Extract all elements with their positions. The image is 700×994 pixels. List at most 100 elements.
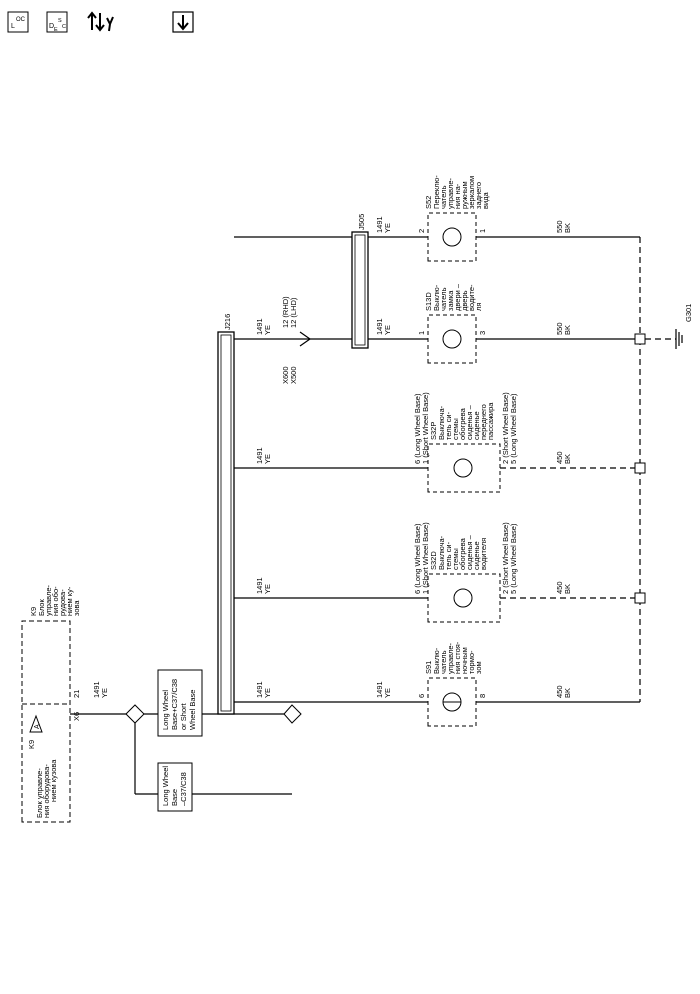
wire-label-s91-ye-color: YE [383, 688, 392, 698]
trunk-wire-num: 1491 [92, 681, 101, 698]
k9-name2-ref: K9 [27, 740, 36, 749]
svg-text:тель си-: тель си- [444, 541, 453, 570]
description-icon[interactable]: D E S C [46, 11, 68, 33]
svg-text:–C37/C38: –C37/C38 [179, 772, 188, 806]
svg-text:ния стоя-: ния стоя- [453, 641, 462, 674]
wire-label-s52-ye-color: YE [383, 223, 392, 233]
description-icon-c: C [62, 24, 66, 30]
svg-text:S52: S52 [424, 196, 433, 209]
svg-text:ружным: ружным [460, 181, 469, 209]
svg-text:заднего: заднего [474, 182, 483, 209]
svg-text:Long Wheel: Long Wheel [161, 690, 170, 730]
svg-text:стемы: стемы [451, 418, 460, 440]
wire-label-s52-ye-num: 1491 [375, 216, 384, 233]
svg-text:Выключа-: Выключа- [437, 535, 446, 570]
svg-text:6: 6 [417, 694, 426, 698]
wire-label-s13d-ye-color: YE [263, 325, 272, 335]
wire-label-s13d-bk-num: 550 [555, 322, 564, 335]
svg-text:управле-: управле- [446, 642, 455, 674]
svg-text:2: 2 [417, 229, 426, 233]
option-diamond-left [125, 704, 145, 724]
svg-text:сиденье: сиденье [472, 541, 481, 570]
wire-label-s32d-ye-num: 1491 [255, 577, 264, 594]
svg-text:5 (Long Wheel Base): 5 (Long Wheel Base) [509, 523, 518, 594]
j216-splice[interactable] [217, 331, 235, 715]
wire-label-s32d-ye-color: YE [263, 584, 272, 594]
svg-text:1: 1 [417, 331, 426, 335]
svg-text:2 (Short Wheel Base): 2 (Short Wheel Base) [501, 522, 510, 594]
svg-text:Long Wheel: Long Wheel [161, 766, 170, 806]
k9-module-box [21, 620, 71, 823]
connector-pinout-icon[interactable] [87, 11, 114, 32]
trunk-wire-color: YE [100, 688, 109, 698]
description-icon-d: D [49, 23, 54, 30]
wire-label-s32p-bk-color: BK [563, 454, 572, 464]
k9-name-5: нием ку- [65, 586, 74, 616]
svg-text:сиденья –: сиденья – [465, 404, 474, 440]
wire-label-s91-ye-num: 1491 [375, 681, 384, 698]
j505-splice[interactable] [351, 231, 369, 349]
svg-text:тель си-: тель си- [444, 411, 453, 440]
svg-text:сиденья –: сиденья – [465, 534, 474, 570]
k9-ref: K9 [29, 607, 38, 616]
svg-text:6 (Long Wheel Base): 6 (Long Wheel Base) [413, 393, 422, 464]
k9-name2-2: ния оборудова- [42, 764, 51, 818]
svg-text:управле-: управле- [446, 177, 455, 209]
svg-text:5 (Long Wheel Base): 5 (Long Wheel Base) [509, 393, 518, 464]
down-arrow-icon[interactable] [172, 11, 194, 33]
description-icon-e: E [54, 27, 58, 33]
svg-text:дверь: дверь [460, 290, 469, 311]
switch-s52[interactable]: S52 Переклю- чатель управле- ния на- руж… [417, 175, 490, 262]
wire-label-s13d-ye-num: 1491 [255, 318, 264, 335]
svg-text:X500: X500 [289, 366, 298, 384]
k9-name-1: Блок [37, 599, 46, 616]
k9-x6: X6 [72, 712, 81, 721]
k9-connector-letter: A [34, 724, 41, 729]
wire-label-s13d-ye2-color: YE [383, 325, 392, 335]
location-icon[interactable]: L OC [7, 11, 29, 33]
svg-text:сиденье: сиденье [472, 411, 481, 440]
svg-text:1 (Short Wheel Base): 1 (Short Wheel Base) [421, 522, 430, 594]
svg-text:чатель: чатель [439, 185, 448, 209]
switch-s91[interactable]: S91 Выклю- чатель управле- ния стоя- ноч… [417, 641, 487, 727]
svg-text:замка: замка [446, 290, 455, 311]
wire-label-s32p-ye-color: YE [263, 454, 272, 464]
wire-label-s91-bk-color: BK [563, 688, 572, 698]
wire-label-s52-bk-color: BK [563, 223, 572, 233]
description-icon-s: S [58, 18, 62, 24]
wire-label-j216-ye-num: 1491 [255, 681, 264, 698]
k9-name-6: зова [72, 600, 81, 616]
j216-label: J216 [223, 314, 232, 330]
svg-text:обогрева: обогрева [458, 537, 467, 570]
wire-label-s13d-bk-color: BK [563, 325, 572, 335]
switch-s32p[interactable]: S32P Выключа- тель си- стемы обогрева си… [413, 392, 518, 493]
svg-text:вида: вида [481, 191, 490, 209]
k9-pin21: 21 [72, 690, 81, 698]
svg-text:Base+C37/C38: Base+C37/C38 [170, 679, 179, 730]
svg-text:Выключа-: Выключа- [437, 405, 446, 440]
lwb-or-swb-box: Long Wheel Base+C37/C38 or Short Wheel B… [157, 669, 203, 737]
svg-text:тормо-: тормо- [467, 650, 476, 674]
svg-text:8: 8 [478, 694, 487, 698]
svg-text:двери –: двери – [453, 283, 462, 311]
svg-text:Выклю-: Выклю- [432, 284, 441, 311]
switch-s13d[interactable]: S13D Выклю- чатель замка двери – дверь в… [417, 283, 487, 364]
svg-text:X600: X600 [281, 366, 290, 384]
svg-text:ночным: ночным [460, 647, 469, 674]
svg-text:обогрева: обогрева [458, 407, 467, 440]
ground-ref: G301 [684, 304, 693, 322]
svg-text:водителя: водителя [479, 538, 488, 570]
svg-text:чатель: чатель [439, 287, 448, 311]
svg-text:6 (Long Wheel Base): 6 (Long Wheel Base) [413, 523, 422, 594]
wire-label-s52-bk-num: 550 [555, 220, 564, 233]
x600-connector[interactable]: 12 (RHD) 12 (LHD) X600 X500 [281, 296, 312, 384]
wire-label-s32p-bk-num: 450 [555, 451, 564, 464]
svg-text:12 (RHD): 12 (RHD) [281, 296, 290, 328]
svg-text:3: 3 [478, 331, 487, 335]
k9-name-4: рудова- [58, 589, 67, 616]
svg-text:S32D: S32D [429, 551, 438, 570]
svg-text:чатель: чатель [439, 650, 448, 674]
switch-s32d[interactable]: S32D Выключа- тель си- стемы обогрева си… [413, 522, 518, 623]
svg-text:Переклю-: Переклю- [432, 175, 441, 209]
